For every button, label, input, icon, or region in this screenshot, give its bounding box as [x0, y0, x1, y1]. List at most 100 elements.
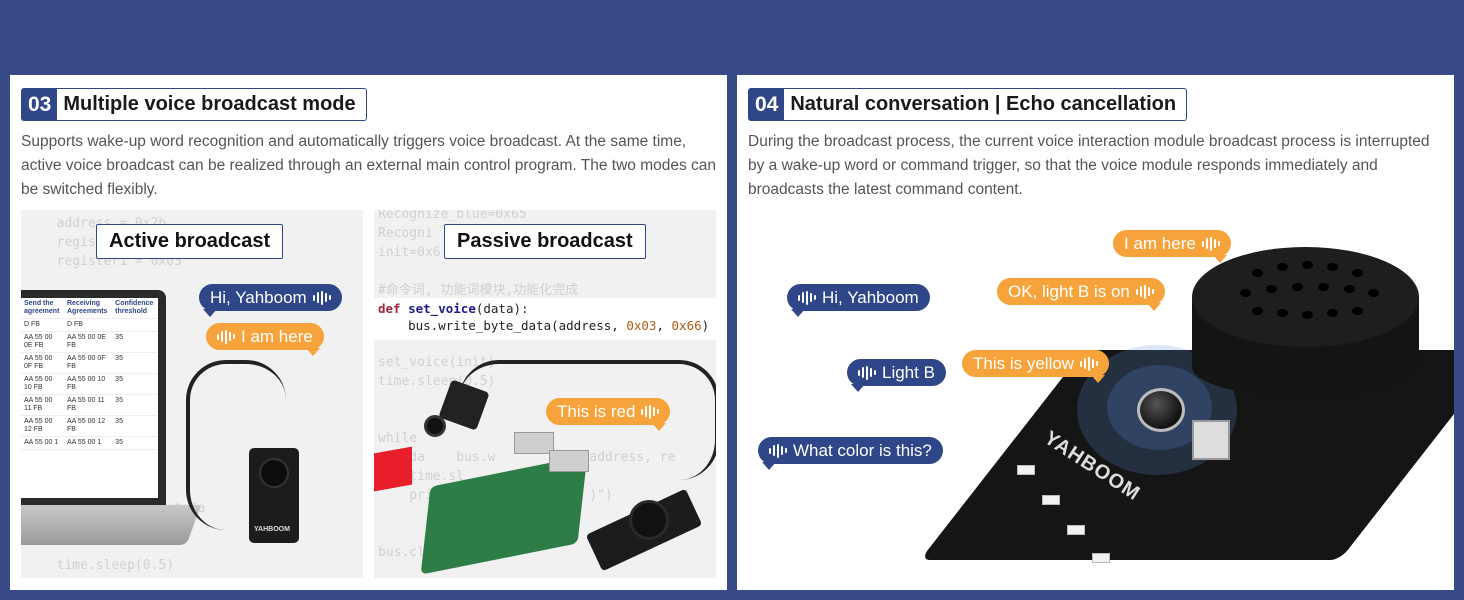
section-description: Supports wake-up word recognition and au… — [21, 133, 717, 198]
sound-wave-icon — [641, 404, 660, 419]
sound-wave-icon — [217, 329, 235, 344]
microphone-icon — [1137, 388, 1185, 432]
bubble-text: I am here — [241, 326, 313, 346]
laptop-header: Confidence threshold — [112, 298, 158, 319]
section-number: 04 — [749, 89, 785, 120]
sound-wave-icon — [769, 443, 787, 458]
code-snippet: def set_voice(data): bus.write_byte_data… — [374, 298, 716, 340]
table-cell: 35 — [112, 415, 158, 437]
laptop-keyboard-base — [21, 505, 201, 545]
bubble-i-am-here: I am here — [1113, 230, 1231, 263]
sound-wave-icon — [1135, 284, 1154, 299]
table-cell: D FB — [63, 318, 113, 332]
usb-cable — [186, 360, 286, 530]
code-keyword: def — [378, 301, 401, 316]
table-cell: 35 — [112, 373, 158, 395]
sound-wave-icon — [798, 290, 816, 305]
table-cell: AA 55 00 0E FB — [63, 331, 113, 353]
sound-wave-icon — [858, 365, 876, 380]
active-broadcast-label: Active broadcast — [96, 224, 284, 259]
device-brand: YAHBOOM — [254, 526, 290, 533]
laptop-header: Send the agreement — [21, 298, 64, 319]
bubble-this-is-yellow: This is yellow — [962, 350, 1110, 383]
bubble-text: OK, light B is on — [1008, 281, 1130, 301]
panel-multiple-voice-broadcast: 03 Multiple voice broadcast mode Support… — [10, 75, 727, 590]
table-cell: AA 55 00 0E FB — [21, 331, 64, 353]
connector-pin — [1092, 553, 1110, 563]
section-title: Multiple voice broadcast mode — [63, 93, 356, 115]
speaker-icon — [1192, 247, 1419, 347]
table-cell: AA 55 00 1 — [63, 436, 113, 450]
code-hex: 0x03 — [626, 318, 657, 333]
red-cube — [374, 446, 412, 492]
table-cell: 35 — [112, 394, 158, 416]
speaker-icon — [629, 500, 669, 540]
table-cell: AA 55 00 1 — [21, 436, 64, 450]
bubble-text: Hi, Yahboom — [210, 287, 307, 307]
camera-lens — [424, 415, 446, 437]
bubble-i-am-here: I am here — [206, 323, 324, 356]
section-title: Natural conversation | Echo cancellation — [790, 93, 1177, 115]
camera-cable — [459, 360, 716, 480]
voice-module-device: YAHBOOM — [249, 448, 299, 543]
connector-pin — [1067, 525, 1085, 535]
table-cell: AA 55 00 12 FB — [63, 415, 113, 437]
passive-broadcast-label: Passive broadcast — [444, 224, 646, 259]
code-line: bus.write_byte_data(address, — [378, 318, 627, 333]
code-sep: , — [656, 318, 672, 333]
bubble-text: Light B — [882, 362, 935, 382]
bubble-hi-yahboom: Hi, Yahboom — [787, 284, 930, 317]
usb-port — [549, 450, 589, 472]
table-cell: AA 55 00 11 FB — [21, 394, 64, 416]
section-description: During the broadcast process, the curren… — [748, 133, 1430, 198]
active-broadcast-image: address = 0x2b register = 0x2b register1… — [21, 210, 363, 578]
bubble-ok-light-b: OK, light B is on — [997, 278, 1165, 311]
table-cell: AA 55 00 0F FB — [63, 352, 113, 374]
code-args: (data): — [475, 301, 529, 316]
laptop: Send the agreement Receiving Agreements … — [21, 290, 166, 505]
code-end: ) — [701, 318, 710, 333]
section-heading-03: 03 Multiple voice broadcast mode — [21, 88, 367, 121]
bubble-text: I am here — [1124, 233, 1196, 253]
bubble-light-b: Light B — [847, 359, 946, 392]
toggle-switch — [1192, 420, 1230, 460]
table-cell: AA 55 00 12 FB — [21, 415, 64, 437]
sound-wave-icon — [1201, 236, 1220, 251]
bubble-what-color: What color is this? — [758, 437, 943, 470]
connector-pin — [1042, 495, 1060, 505]
section-number: 03 — [22, 89, 58, 120]
table-cell: AA 55 00 10 FB — [21, 373, 64, 395]
code-function: set_voice — [408, 301, 476, 316]
panel-natural-conversation: 04 Natural conversation | Echo cancellat… — [737, 75, 1454, 590]
laptop-screen-table: Send the agreement Receiving Agreements … — [21, 298, 158, 498]
sound-wave-icon — [1080, 356, 1099, 371]
usb-port — [514, 432, 554, 454]
bubble-hi-yahboom: Hi, Yahboom — [199, 284, 342, 317]
table-cell: 35 — [112, 436, 158, 450]
bubble-text: What color is this? — [793, 440, 932, 460]
table-cell: 35 — [112, 331, 158, 353]
section-heading-04: 04 Natural conversation | Echo cancellat… — [748, 88, 1188, 121]
bubble-text: This is yellow — [973, 353, 1075, 373]
passive-broadcast-image: Recognize_blue=0x65 Recogni mode=0x66 in… — [374, 210, 716, 578]
table-cell: AA 55 00 10 FB — [63, 373, 113, 395]
table-cell: AA 55 00 0F FB — [21, 352, 64, 374]
connector-pin — [1017, 465, 1035, 475]
laptop-header: Receiving Agreements — [63, 298, 113, 319]
code-hex: 0x66 — [671, 318, 702, 333]
bubble-this-is-red: This is red — [546, 398, 671, 431]
table-cell: AA 55 00 11 FB — [63, 394, 113, 416]
sound-wave-icon — [312, 290, 331, 305]
speaker-icon — [259, 458, 289, 488]
table-cell: D FB — [21, 318, 64, 332]
table-cell: 35 — [112, 352, 158, 374]
bubble-text: This is red — [557, 401, 636, 421]
table-cell — [112, 318, 158, 332]
